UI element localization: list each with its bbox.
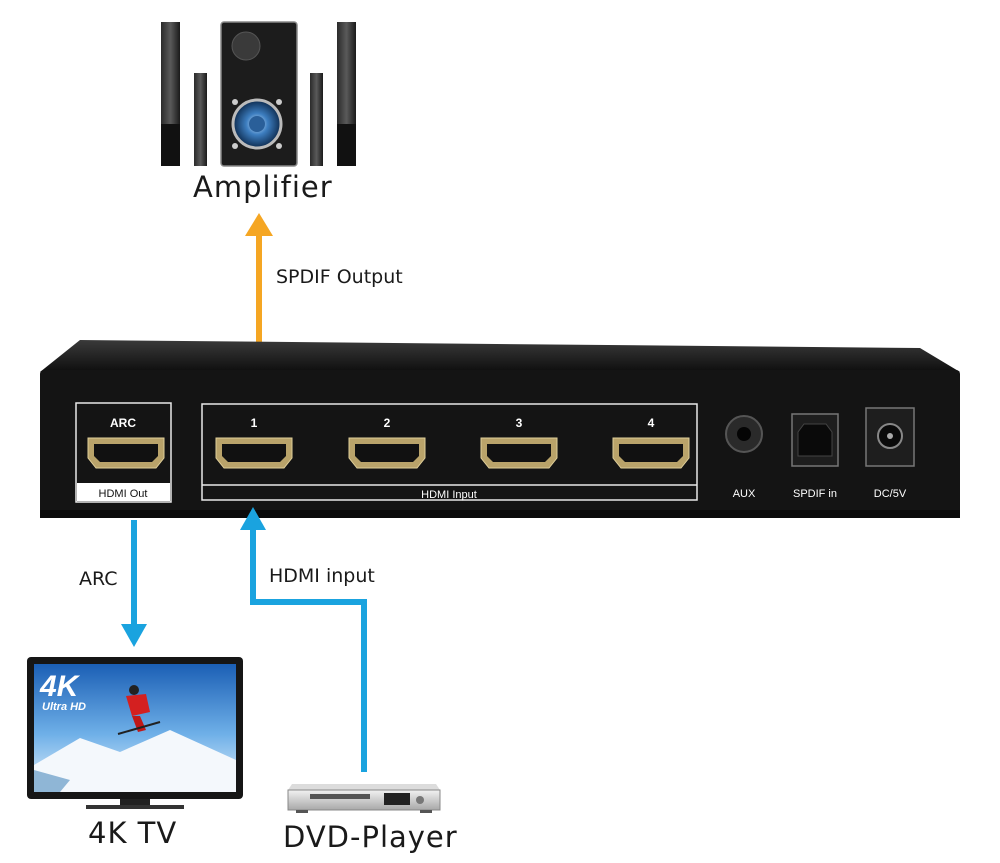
hdmi-input-port-4 xyxy=(612,437,690,469)
dc-power-jack xyxy=(865,407,915,467)
tv-stand xyxy=(120,799,150,805)
hdmi-input-port-3 xyxy=(480,437,558,469)
amplifier-label: Amplifier xyxy=(193,170,333,204)
input-port-label-4: 4 xyxy=(648,416,655,430)
spdif-in-label: SPDIF in xyxy=(793,488,837,500)
speaker-small-left xyxy=(194,73,207,166)
hdmi-input-arrow xyxy=(240,507,367,772)
skier-figure xyxy=(117,685,161,735)
input-port-label-2: 2 xyxy=(384,416,391,430)
hdmi-input-frame xyxy=(201,403,698,501)
device-top-surface xyxy=(40,340,960,372)
input-port-label-1: 1 xyxy=(251,416,258,430)
amplifier-speakers-icon xyxy=(161,21,356,167)
aux-label: AUX xyxy=(733,488,756,500)
hdmi-input-label: HDMI input xyxy=(269,565,375,587)
tv-badge-ultrahd: Ultra HD xyxy=(42,701,86,713)
spdif-output-arrow xyxy=(245,213,273,345)
tweeter-grille xyxy=(231,31,261,61)
spdif-output-label: SPDIF Output xyxy=(276,266,403,288)
arc-label: ARC xyxy=(79,568,118,590)
aux-jack xyxy=(725,415,763,453)
speaker-small-right xyxy=(310,73,323,166)
television-icon xyxy=(27,657,243,809)
dvd-player-label: DVD-Player xyxy=(283,820,458,854)
hdmi-out-port xyxy=(87,437,165,469)
tv-badge-4k: 4K xyxy=(39,670,81,703)
hdmi-input-group-label: HDMI Input xyxy=(421,489,477,501)
spdif-in-port xyxy=(791,413,839,467)
hdmi-out-label-bg xyxy=(77,483,170,501)
hdmi-input-port-1 xyxy=(215,437,293,469)
hdmi-out-label: HDMI Out xyxy=(99,488,148,500)
hdmi-switch-device xyxy=(40,340,960,518)
input-port-label-3: 3 xyxy=(516,416,523,430)
dc-label: DC/5V xyxy=(874,488,907,500)
arc-arrow xyxy=(121,520,147,647)
tv-label: 4K TV xyxy=(88,816,178,850)
hdmi-out-frame xyxy=(75,402,172,503)
arc-port-label: ARC xyxy=(110,416,136,430)
hdmi-input-port-2 xyxy=(348,437,426,469)
dvd-player-icon xyxy=(287,784,441,813)
